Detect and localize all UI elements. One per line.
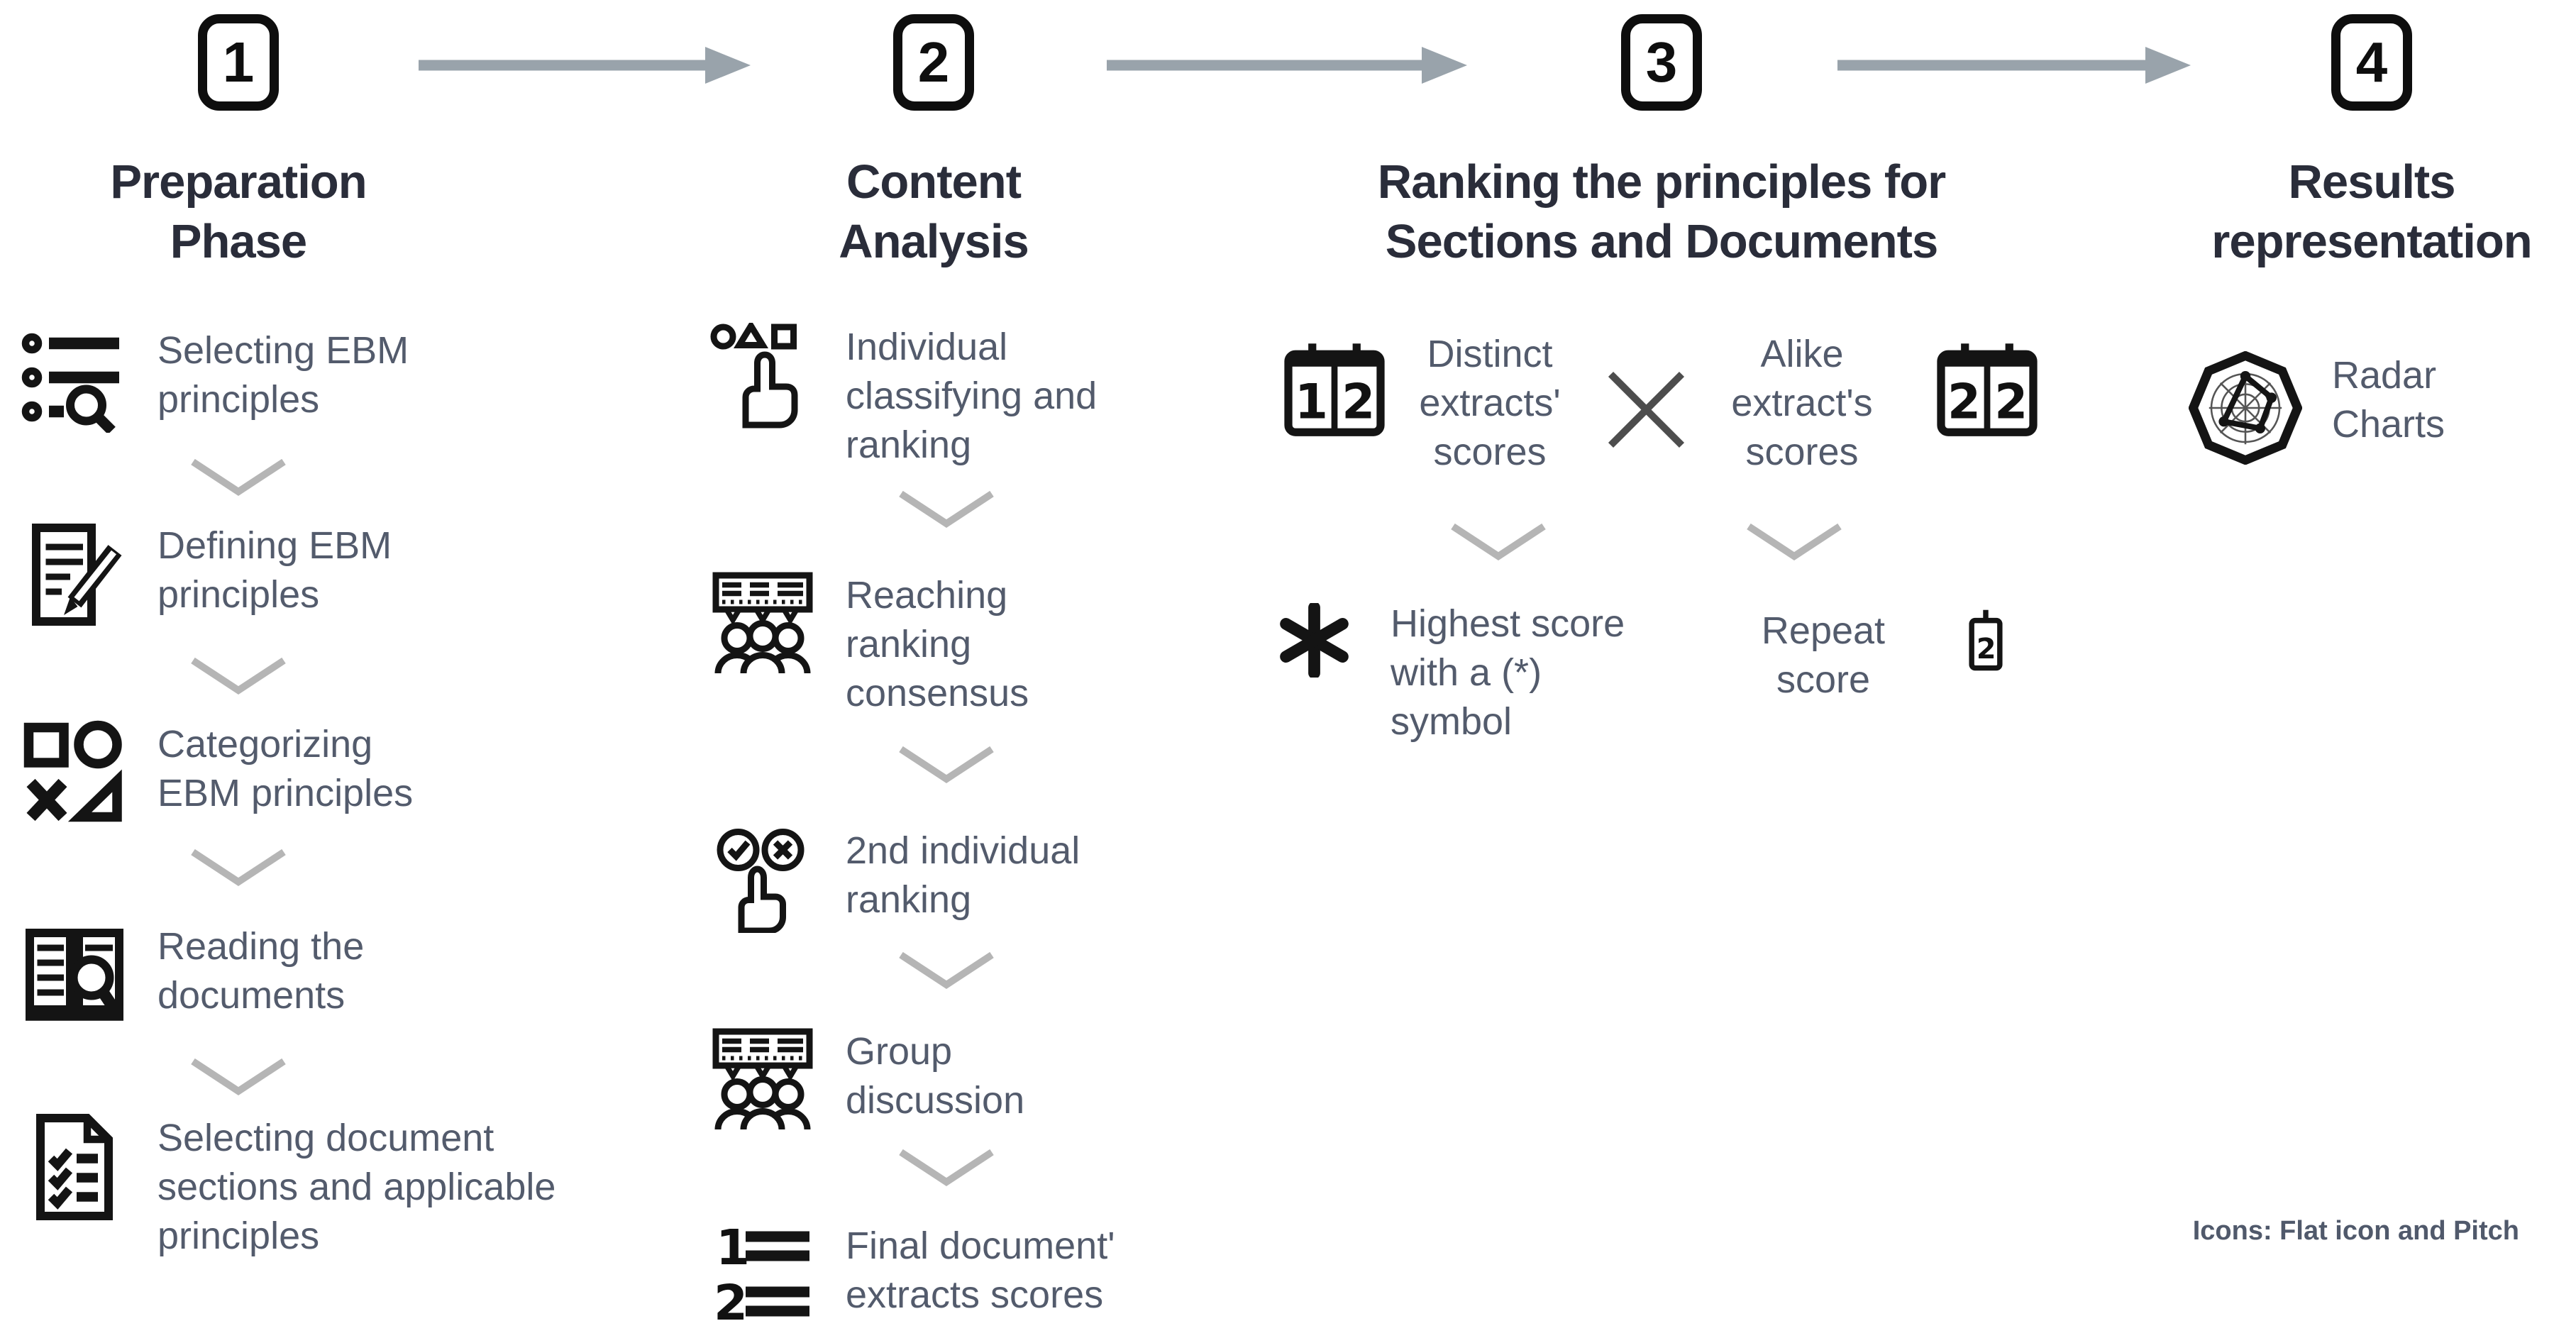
scoreboard-icon: 1 2 [1281,339,1388,438]
list-search-icon [21,326,128,433]
step-item-label: Reaching ranking consensus [846,574,1029,715]
multiply-icon [1602,365,1691,454]
step-item-label: Radar Charts [2332,354,2445,446]
step-item: Individual classifying and ranking [709,323,1129,470]
group-discussion-icon [709,571,816,678]
step-item: Reaching ranking consensus [709,571,1129,718]
counter-digit: 2 [1977,633,1996,665]
step-item: Selecting document sections and applicab… [21,1114,597,1261]
scoreboard-digit: 2 [1947,373,1981,429]
outcome-right-label: Repeat score [1761,609,1886,702]
step-item: Selecting EBM principles [21,326,463,433]
shapes-categories-icon [21,720,128,827]
step-item-label: Reading the documents [157,925,365,1017]
chevron-down-icon [189,1057,288,1097]
counter-icon: 2 [1964,607,2008,674]
right-arrow-icon [419,47,751,84]
step-item: 2nd individual ranking [709,827,1129,933]
chevron-down-icon [897,951,996,990]
right-arrow-icon [1837,47,2191,84]
chevron-down-icon [897,1148,996,1188]
shapes-hand-icon [709,323,816,429]
compare-right-label: Alike extract's scores [1731,333,1873,474]
scoreboard-icon: 2 2 [1934,339,2040,438]
step-number-box: 1 [198,14,279,111]
step-number: 4 [2355,31,2388,94]
step-title: Content Analysis [839,155,1029,268]
step-number: 3 [1645,31,1678,94]
ranked-list-icon: 1 2 [709,1222,816,1321]
chevron-down-icon [189,458,288,497]
step-item: Defining EBM principles [21,521,463,628]
right-arrow-icon [1107,47,1467,84]
step-item-label: Group discussion [846,1030,1025,1122]
step-item-label: Defining EBM principles [157,524,392,617]
step-item-label: Selecting EBM principles [157,329,409,421]
step-number: 2 [917,31,950,94]
approve-reject-hand-icon [709,827,816,933]
step-number-box: 2 [893,14,974,111]
document-edit-icon [21,521,128,628]
chevron-down-icon [189,848,288,888]
credit-note: Icons: Flat icon and Pitch [2192,1216,2519,1246]
step-item: Group discussion [709,1027,1129,1134]
asterisk-icon [1277,601,1351,680]
chevron-down-icon [1745,522,1844,562]
outcome-left-label: Highest score with a (*) symbol [1391,602,1625,744]
step-number-box: 3 [1621,14,1702,111]
checklist-document-icon [21,1114,128,1220]
step-item: 1 2 Final document' extracts scores [709,1222,1172,1321]
step-item-label: Final document' extracts scores [846,1225,1115,1317]
group-discussion-icon [709,1027,816,1134]
chevron-down-icon [897,745,996,785]
scoreboard-digit: 1 [1295,373,1328,429]
chevron-down-icon [189,656,288,696]
rank-digit: 2 [714,1275,748,1321]
step-number: 1 [222,31,255,94]
book-magnifier-icon [21,922,128,1029]
step-item-label: Individual classifying and ranking [846,326,1098,467]
step-title: Ranking the principles for Sections and … [1377,155,1946,268]
step-item: Reading the documents [21,922,463,1029]
rank-digit: 1 [716,1222,750,1276]
radar-chart-icon [2189,351,2302,465]
step-item-label: Selecting document sections and applicab… [157,1117,556,1258]
step-title: Results representation [2211,155,2532,268]
step-item: Radar Charts [2189,351,2488,465]
scoreboard-digit: 2 [1994,373,2028,429]
compare-left-label: Distinct extracts' scores [1419,333,1561,474]
step-item: Categorizing EBM principles [21,720,463,827]
step-item-label: Categorizing EBM principles [157,723,414,815]
chevron-down-icon [897,490,996,529]
step-item-label: 2nd individual ranking [846,829,1080,922]
scoreboard-digit: 2 [1342,373,1375,429]
step-number-box: 4 [2331,14,2412,111]
step-title: Preparation Phase [110,155,367,268]
chevron-down-icon [1449,522,1548,562]
